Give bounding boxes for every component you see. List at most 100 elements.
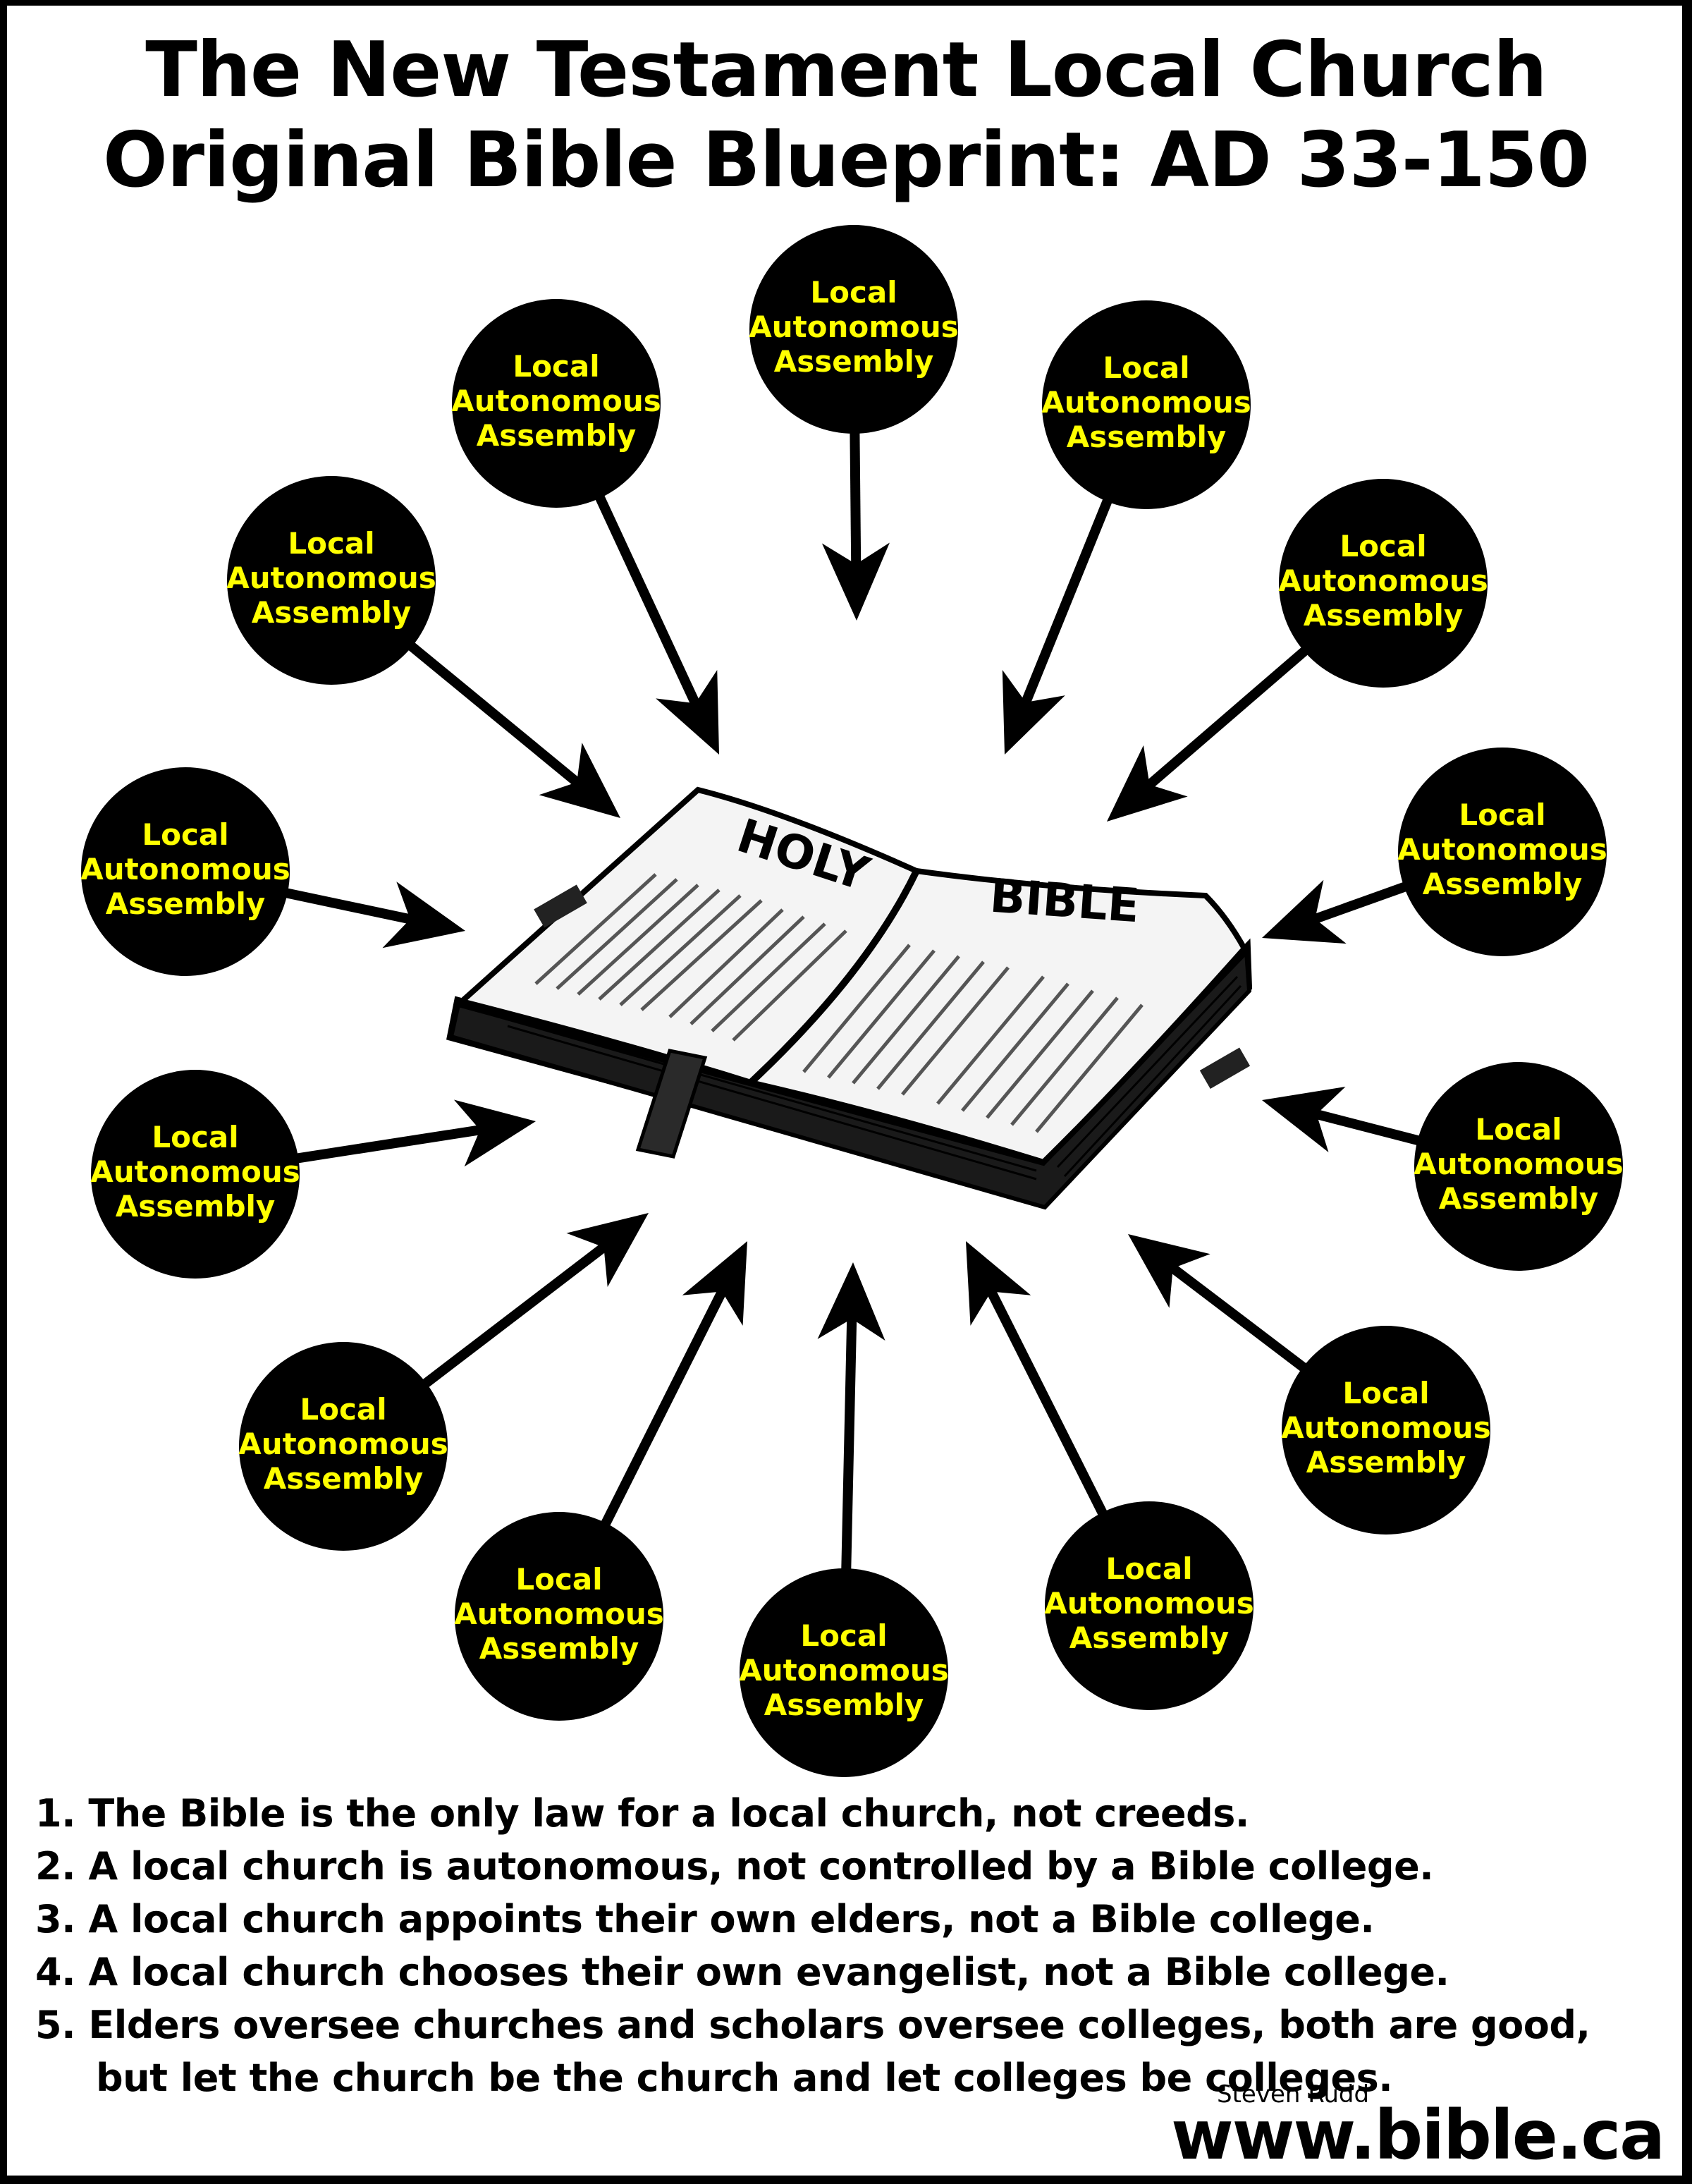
- rule-item: 3. A local church appoints their own eld…: [35, 1897, 1375, 1941]
- assembly-label-assembly: Assembly: [1069, 1621, 1230, 1655]
- assembly-label-assembly: Assembly: [1423, 867, 1583, 901]
- assembly-label-assembly: Assembly: [1306, 1445, 1466, 1480]
- assembly-label-local: Local: [288, 526, 374, 561]
- assembly-circle: [227, 476, 436, 685]
- arrow-head: [1128, 1234, 1210, 1308]
- rule-item: 1. The Bible is the only law for a local…: [35, 1791, 1249, 1836]
- title-line-2: Original Bible Blueprint: AD 33-150: [102, 116, 1590, 205]
- assembly-label-local: Local: [515, 1562, 602, 1597]
- assembly-circle: [239, 1342, 448, 1551]
- assemblies-layer: LocalAutonomousAssemblyLocalAutonomousAs…: [80, 225, 1624, 1777]
- arrow-head: [1262, 879, 1347, 944]
- assembly-circle: [455, 1512, 663, 1721]
- bible-ribbon: [635, 1049, 708, 1159]
- title-line-1: The New Testament Local Church: [145, 26, 1547, 114]
- page-title: The New Testament Local Church Original …: [0, 25, 1692, 206]
- assembly-label-assembly: Assembly: [264, 1461, 424, 1496]
- arrows-layer: [279, 426, 1426, 1576]
- assembly-circle: [1414, 1062, 1623, 1271]
- rule-item-continuation: but let the church be the church and let…: [96, 2056, 1393, 2100]
- assembly-label-local: Local: [1475, 1112, 1562, 1147]
- assembly-label-autonomous: Autonomous: [451, 384, 661, 418]
- arrow-head: [1002, 670, 1065, 755]
- assembly-label-assembly: Assembly: [116, 1189, 276, 1224]
- arrow-head: [566, 1213, 649, 1287]
- assembly-label-assembly: Assembly: [106, 886, 266, 921]
- assembly-label-local: Local: [1103, 350, 1189, 385]
- assembly-label-autonomous: Autonomous: [739, 1653, 949, 1688]
- rules-list: 1. The Bible is the only law for a local…: [35, 1787, 1590, 2104]
- assembly-label-local: Local: [810, 275, 897, 310]
- arrow-shaft: [1130, 642, 1313, 803]
- assembly-label-local: Local: [300, 1392, 386, 1427]
- assembly-label-assembly: Assembly: [1304, 598, 1464, 633]
- bible-right-text-lines: [802, 944, 1144, 1133]
- arrow-head: [1107, 745, 1188, 822]
- arrow-shaft: [417, 1230, 624, 1391]
- arrow-shaft: [977, 1270, 1110, 1521]
- assembly-label-assembly: Assembly: [1067, 420, 1227, 454]
- arrow-head: [817, 1262, 885, 1341]
- assembly-circle: [452, 299, 661, 508]
- bible-word-bible: BIBLE: [988, 869, 1141, 934]
- assembly-label-assembly: Assembly: [764, 1688, 924, 1722]
- assembly-label-assembly: Assembly: [479, 1631, 639, 1666]
- assembly-circle: [740, 1568, 948, 1777]
- assembly-circle: [1042, 300, 1251, 509]
- website-url: www.bible.ca: [1171, 2096, 1665, 2175]
- arrow-head: [821, 542, 890, 621]
- assembly-label-local: Local: [513, 349, 599, 384]
- arrow-shaft: [290, 1121, 502, 1164]
- arrow-head: [382, 881, 465, 948]
- assembly-label-local: Local: [152, 1120, 238, 1154]
- assembly-label-local: Local: [1459, 798, 1545, 832]
- assembly-label-local: Local: [142, 817, 228, 852]
- arrow-head: [1262, 1087, 1346, 1152]
- assembly-circle: [1279, 479, 1488, 688]
- arrow-head: [682, 1241, 747, 1326]
- arrow-head: [656, 670, 719, 755]
- bible-clasp-left: [534, 884, 587, 928]
- assembly-label-autonomous: Autonomous: [1414, 1147, 1624, 1181]
- bible-page-edges: [493, 975, 1242, 1181]
- bible-clasp-right: [1199, 1047, 1251, 1089]
- assembly-circle: [1282, 1326, 1490, 1535]
- assembly-label-assembly: Assembly: [477, 418, 637, 453]
- assembly-label-autonomous: Autonomous: [454, 1597, 664, 1631]
- arrow-shaft: [841, 1297, 857, 1576]
- arrow-shaft: [279, 886, 432, 929]
- author-signature: Steven Rudd: [1217, 2080, 1370, 2109]
- assembly-circle: [91, 1070, 300, 1279]
- arrow-shaft: [598, 1270, 736, 1532]
- assembly-label-assembly: Assembly: [1439, 1181, 1599, 1216]
- rule-item: 5. Elders oversee churches and scholars …: [35, 2003, 1590, 2047]
- arrow-shaft: [1153, 1251, 1312, 1376]
- assembly-label-autonomous: Autonomous: [90, 1154, 300, 1189]
- arrow-shaft: [850, 426, 862, 586]
- assembly-label-autonomous: Autonomous: [226, 561, 436, 595]
- assembly-circle: [749, 225, 958, 434]
- bible-left-text-lines: [534, 873, 847, 1042]
- arrow-head: [453, 1099, 536, 1167]
- assembly-label-autonomous: Autonomous: [1397, 832, 1607, 867]
- assembly-label-local: Local: [1340, 529, 1426, 563]
- assembly-label-autonomous: Autonomous: [1281, 1410, 1491, 1445]
- assembly-circle: [1398, 748, 1607, 956]
- assembly-circle: [81, 767, 290, 976]
- bible-spine: [748, 869, 920, 1085]
- bible-cover: [448, 947, 1252, 1210]
